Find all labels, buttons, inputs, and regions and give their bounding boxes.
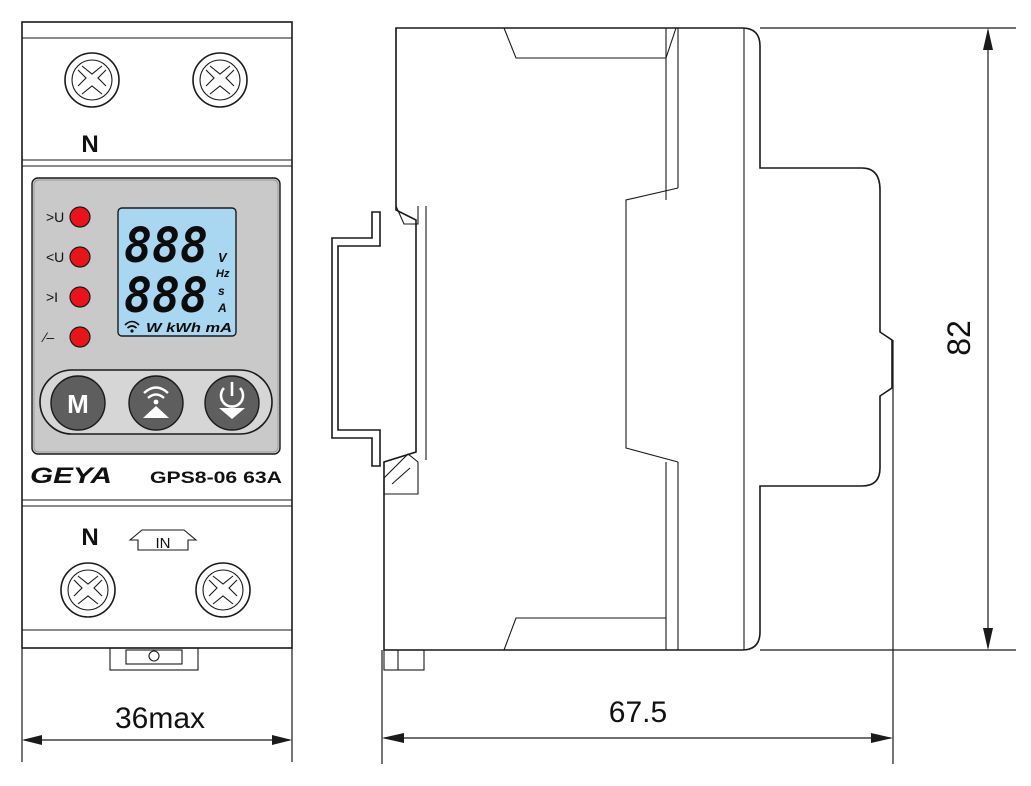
led-label-overvoltage: >U (46, 209, 64, 225)
width-dimension-label: 36max (115, 702, 205, 735)
power-button[interactable] (204, 375, 260, 431)
lcd-digits-line2: 888 (124, 268, 208, 324)
din-clip (109, 647, 199, 671)
lcd-unit-v: V (218, 250, 228, 265)
lcd-display: 888 V 888 Hz s A W kWh mA (117, 207, 237, 337)
power-down-icon (219, 382, 245, 419)
led-column: >U <U >I ⁄– (41, 206, 91, 348)
front-view: N >U <U >I ⁄– 888 V 888 Hz s A (21, 21, 293, 762)
height-dimension: 82 (760, 27, 1016, 651)
in-arrow-marker: IN (128, 529, 198, 552)
top-right-screw-icon (192, 52, 248, 108)
led-overcurrent (69, 286, 91, 308)
top-terminal-label: N (81, 131, 98, 158)
top-left-screw-icon (64, 52, 120, 108)
wifi-up-icon (143, 386, 169, 418)
led-label-overcurrent: >I (46, 289, 58, 305)
bottom-left-screw-icon (60, 562, 116, 618)
depth-dimension-label: 67.5 (609, 696, 667, 729)
bottom-right-screw-icon (195, 562, 251, 618)
brand-logo: GEYA (30, 463, 112, 488)
led-overvoltage (69, 206, 91, 228)
height-dimension-label: 82 (941, 320, 977, 356)
side-bottom-clip (383, 649, 425, 671)
led-switch (69, 326, 91, 348)
lcd-bottom-units: W kWh mA (146, 320, 232, 335)
model-label: GPS8-06 63A (150, 468, 282, 487)
wifi-button[interactable] (128, 375, 184, 431)
led-undervoltage (69, 246, 91, 268)
lcd-unit-s: s (218, 284, 225, 298)
mode-button-label: M (67, 389, 89, 419)
lcd-unit-hz: Hz (216, 268, 230, 280)
side-body-outline (383, 27, 893, 651)
bottom-terminal-label: N (81, 524, 98, 551)
side-view (331, 27, 893, 671)
in-marker-label: IN (156, 535, 171, 552)
led-label-switch: ⁄– (41, 329, 54, 345)
lcd-digits-line1: 888 (124, 218, 208, 274)
mode-button[interactable]: M (50, 375, 106, 431)
depth-dimension: 67.5 (381, 340, 894, 764)
din-rail (331, 211, 381, 467)
led-label-undervoltage: <U (46, 249, 64, 265)
lcd-wifi-icon (124, 320, 140, 333)
lcd-unit-a: A (217, 301, 227, 315)
width-dimension: 36max (21, 648, 293, 762)
